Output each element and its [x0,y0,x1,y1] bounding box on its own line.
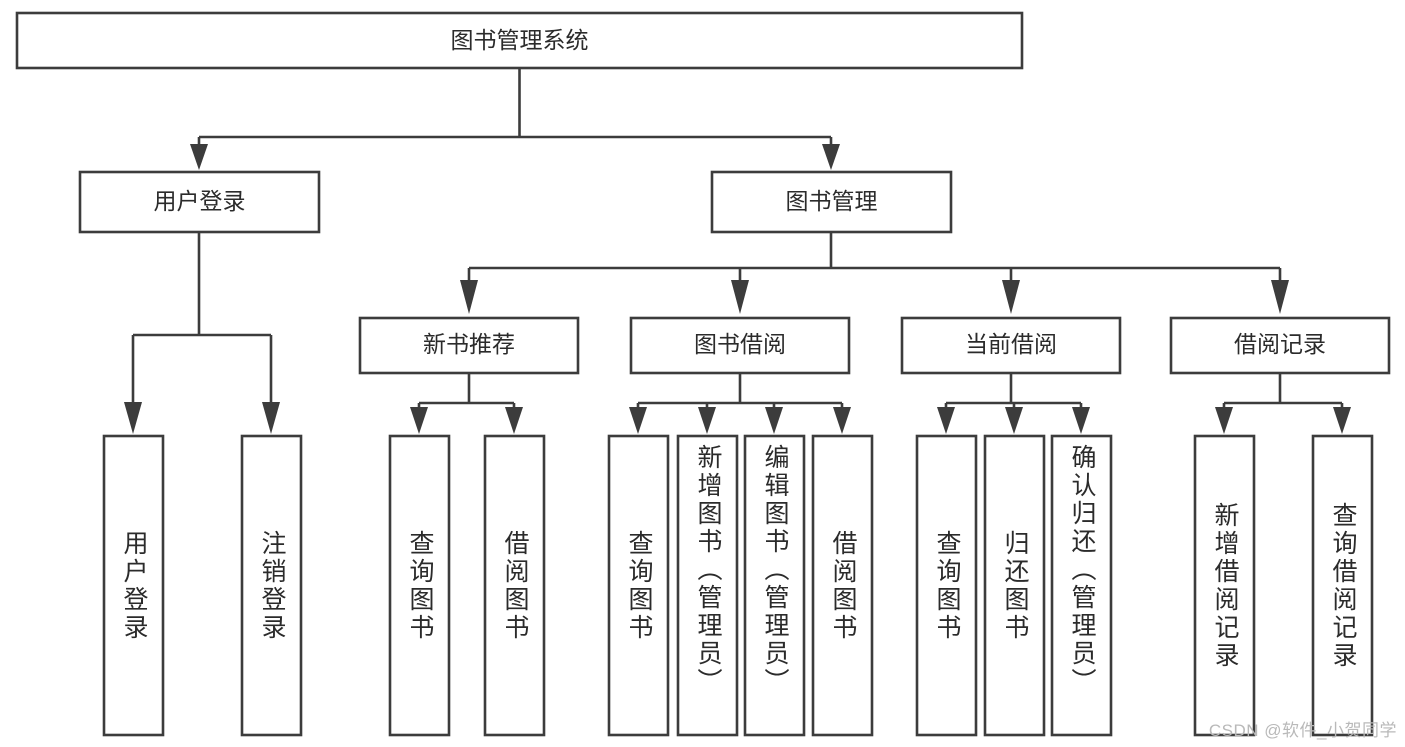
node-user-login[interactable]: 用户登录 [78,170,321,234]
csdn-watermark: CSDN @软件_小贺同学 [1208,721,1397,740]
leaf-query-book-3-box[interactable] [915,434,978,737]
node-current-borrow-box[interactable] [900,316,1122,375]
node-root[interactable]: 图书管理系统 [15,11,1024,70]
arrow-to-leaf-add-book [698,407,716,434]
arrow-to-leaf-logout-login [262,402,280,434]
node-book-manage[interactable]: 图书管理 [710,170,953,234]
leaf-confirm-return-box[interactable] [1050,434,1113,737]
arrow-to-borrow-record [1271,280,1289,314]
node-root-label: 图书管理系统 [451,27,589,53]
node-current-borrow-label: 当前借阅 [965,331,1057,357]
arrow-to-user-login [190,144,208,170]
node-new-book-recommend-label: 新书推荐 [423,331,515,357]
arrow-to-new-book-recommend [460,280,478,314]
leaf-edit-book-box[interactable] [743,434,806,737]
arrow-to-leaf-borrow-book-1 [505,407,523,434]
arrow-to-current-borrow [1002,280,1020,314]
leaf-box-group [102,434,1374,737]
node-root-box[interactable] [15,11,1024,70]
leaf-borrow-book-1-box[interactable] [483,434,546,737]
node-new-book-recommend-box[interactable] [358,316,580,375]
node-borrow-record-label: 借阅记录 [1234,331,1326,357]
leaf-query-record-box[interactable] [1311,434,1374,737]
leaf-query-book-2-box[interactable] [607,434,670,737]
arrow-to-leaf-borrow-book-2 [833,407,851,434]
arrow-to-leaf-add-record [1215,407,1233,434]
arrow-to-leaf-user-login [124,402,142,434]
node-book-borrow[interactable]: 图书借阅 [629,316,851,375]
arrow-to-leaf-confirm-return [1072,407,1090,434]
leaf-add-record-box[interactable] [1193,434,1256,737]
leaf-query-book-1-box[interactable] [388,434,451,737]
node-borrow-record-box[interactable] [1169,316,1391,375]
leaf-user-login-box[interactable] [102,434,165,737]
arrow-to-leaf-query-record [1333,407,1351,434]
connector-group [124,68,1351,434]
arrow-to-leaf-edit-book [765,407,783,434]
node-current-borrow[interactable]: 当前借阅 [900,316,1122,375]
arrow-to-book-borrow [731,280,749,314]
node-borrow-record[interactable]: 借阅记录 [1169,316,1391,375]
arrow-to-book-manage [822,144,840,170]
node-book-manage-label: 图书管理 [786,188,878,214]
leaf-logout-login-box[interactable] [240,434,303,737]
leaf-return-book-box[interactable] [983,434,1046,737]
node-user-login-box[interactable] [78,170,321,234]
arrow-to-leaf-query-book-2 [629,407,647,434]
arrow-to-leaf-query-book-1 [410,407,428,434]
arrow-to-leaf-query-book-3 [937,407,955,434]
node-book-manage-box[interactable] [710,170,953,234]
node-book-borrow-label: 图书借阅 [694,331,786,357]
node-book-borrow-box[interactable] [629,316,851,375]
node-user-login-label: 用户登录 [154,188,246,214]
node-new-book-recommend[interactable]: 新书推荐 [358,316,580,375]
arrow-to-leaf-return-book [1005,407,1023,434]
leaf-add-book-box[interactable] [676,434,739,737]
leaf-borrow-book-2-box[interactable] [811,434,874,737]
